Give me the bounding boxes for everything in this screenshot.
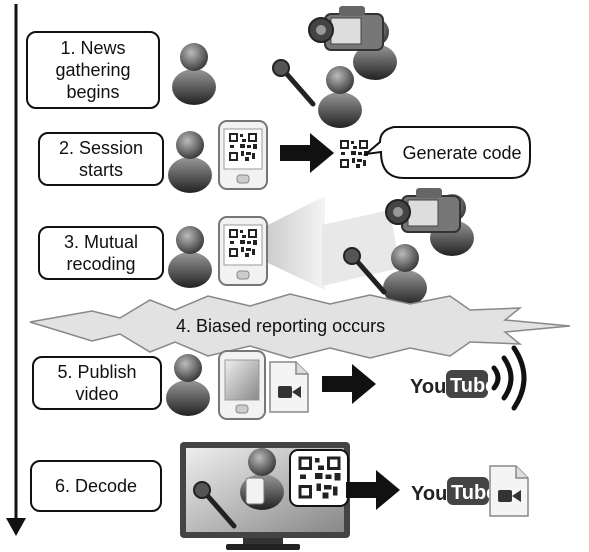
video-file-icon — [269, 361, 309, 413]
reporter-icon — [172, 43, 216, 105]
phone-icon — [218, 216, 268, 286]
biased-reporting-banner — [29, 293, 571, 359]
youtube-logo: You Tube — [407, 369, 496, 399]
generate-code-callout-text: Generate code — [402, 143, 522, 163]
step-5-label: 5. Publish video — [32, 356, 162, 410]
person-icon — [166, 354, 210, 416]
youtube-you-text: You — [411, 483, 447, 505]
camera-operator-icon — [308, 5, 397, 80]
right-arrow-icon — [280, 133, 334, 173]
step-3-label: 3. Mutual recoding — [38, 226, 164, 280]
phone-with-video-icon — [218, 350, 266, 420]
right-arrow-icon — [346, 470, 400, 510]
step-2-text: 2. Session starts — [58, 138, 144, 180]
step-4-text: 4. Biased reporting occurs — [176, 316, 386, 336]
camera-beam — [266, 196, 325, 290]
qr-code-popup — [289, 449, 349, 507]
step-1-label: 1. News gathering begins — [26, 31, 160, 109]
timeline-arrowhead — [6, 518, 26, 536]
video-file-icon — [489, 465, 529, 517]
step-5-text: 5. Publish video — [57, 362, 137, 404]
youtube-tube-text: Tube — [450, 375, 496, 397]
step-1-text: 1. News gathering begins — [55, 38, 131, 102]
step-6-text: 6. Decode — [54, 476, 138, 496]
person-icon — [168, 131, 212, 193]
youtube-tube-text: Tube — [451, 482, 497, 504]
phone-icon — [218, 120, 268, 190]
person-icon — [168, 226, 212, 288]
broadcast-waves-icon — [491, 345, 527, 411]
step-2-label: 2. Session starts — [38, 132, 164, 186]
youtube-logo: You Tube — [408, 476, 497, 506]
right-arrow-icon — [322, 364, 376, 404]
interviewer-with-mic-icon — [273, 60, 362, 128]
step-6-label: 6. Decode — [30, 460, 162, 512]
youtube-you-text: You — [410, 376, 446, 398]
callout-bubble — [362, 126, 531, 179]
step-3-text: 3. Mutual recoding — [63, 232, 139, 274]
phone-beam — [322, 210, 400, 286]
